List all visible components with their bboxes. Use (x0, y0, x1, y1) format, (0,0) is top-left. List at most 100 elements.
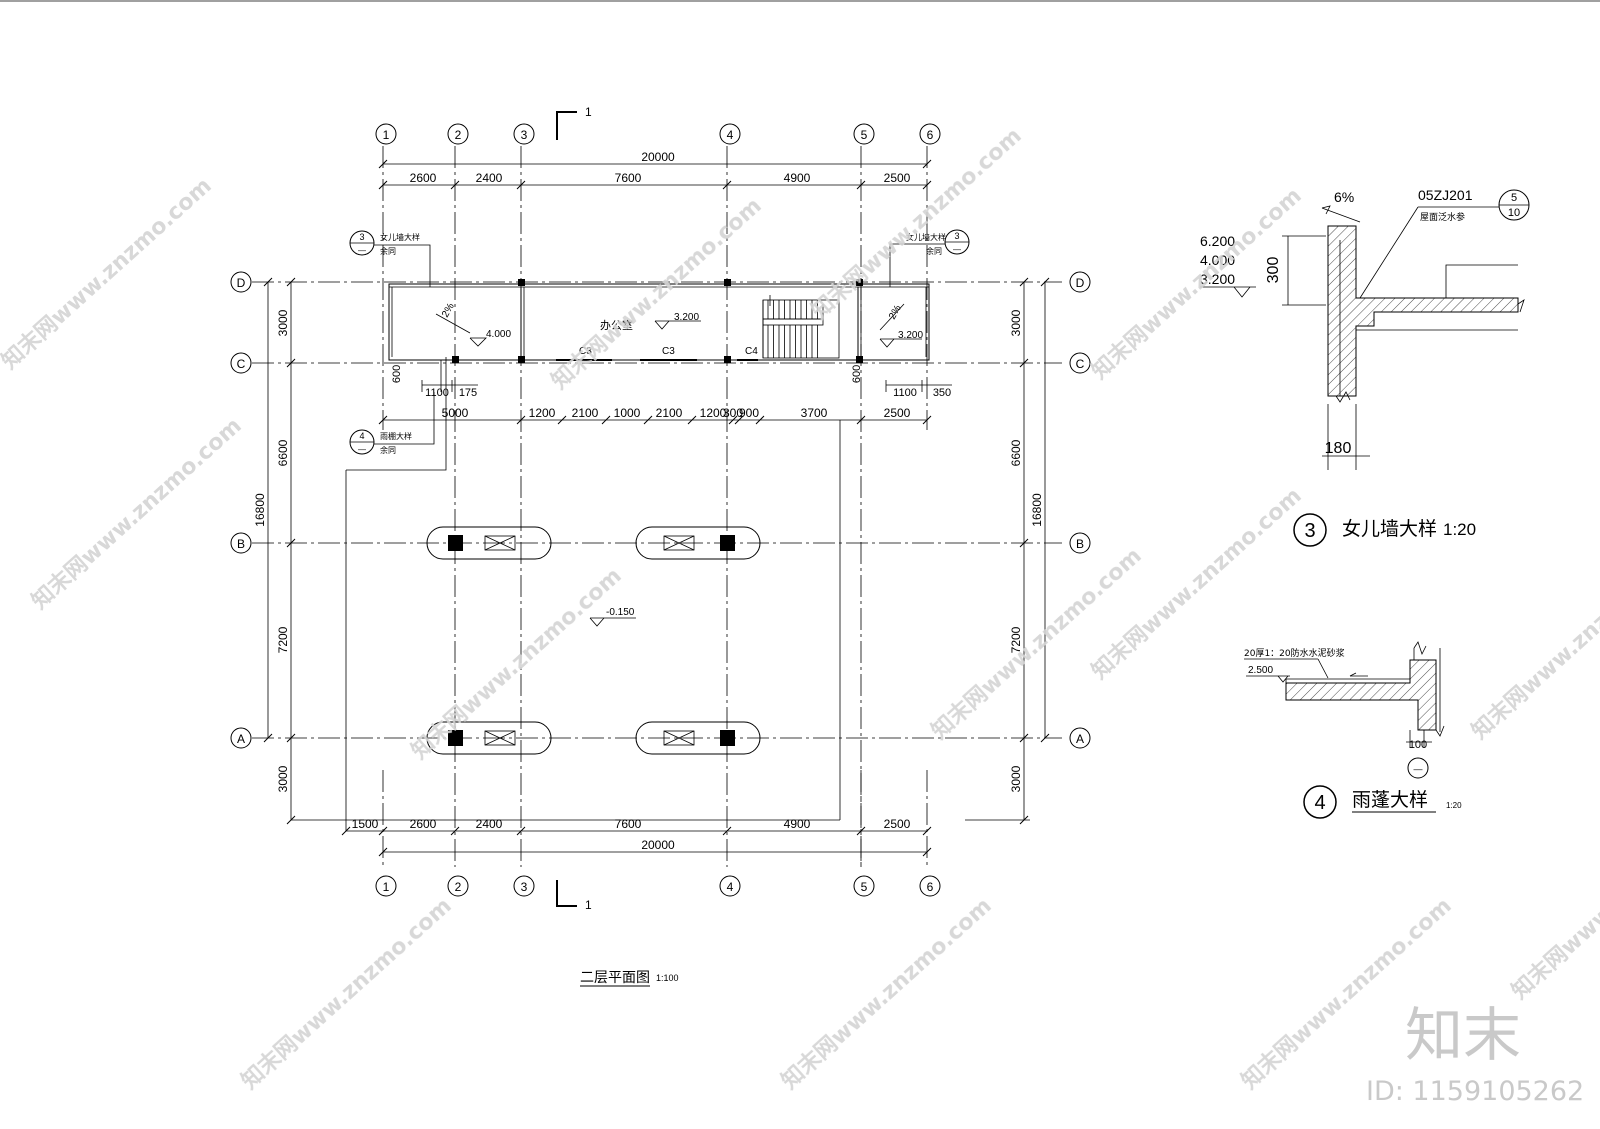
dim-text: 900 (739, 406, 759, 420)
dim-text: 2500 (884, 406, 911, 420)
dimension-tick (1019, 277, 1029, 287)
dim-text: 2500 (884, 817, 911, 831)
grid-label-top: 4 (727, 128, 734, 142)
dim-text: 175 (459, 387, 477, 399)
dimension-tick (378, 826, 388, 836)
dimension-tick (286, 733, 296, 743)
grid-label-bottom: 2 (455, 880, 462, 894)
brand-logo-text: 知末 (1405, 1001, 1521, 1069)
detail3-scale: 1:20 (1443, 520, 1476, 539)
room-name: 办公室 (600, 318, 633, 332)
dimension-tick (450, 180, 460, 190)
dimension-lines (267, 163, 1046, 853)
elevation-label: 3.200 (674, 312, 699, 323)
dimension-tick (922, 180, 932, 190)
dim-text: 300 (723, 406, 743, 420)
dimension-tick (722, 180, 732, 190)
dimension-tick (687, 415, 697, 425)
grid-label-bottom: 6 (927, 880, 934, 894)
dimension-tick (450, 826, 460, 836)
dim-text: 3000 (276, 309, 290, 336)
grid-axes-vertical (382, 146, 928, 867)
dimension-tick (378, 847, 388, 857)
dim-text: 3700 (801, 406, 828, 420)
row-label-left: D (237, 276, 246, 290)
columns (452, 279, 863, 363)
callout-num: 4 (359, 431, 364, 441)
callout-num: 3 (954, 231, 959, 241)
dim-text: 2600 (410, 171, 437, 185)
right-dimensions: 3000 6600 7200 3000 16800 (1009, 309, 1044, 792)
plan-title-text: 二层平面图 (580, 970, 650, 986)
grid-bubbles-bottom: 1 2 3 4 5 6 (375, 875, 941, 897)
callout-text: 女儿墙大样 (380, 232, 420, 242)
dimension-tick (643, 415, 653, 425)
detail3-title: 女儿墙大样 (1342, 518, 1437, 540)
watermark-text: 知末网www.znzmo.com (237, 893, 457, 1095)
dimension-tick (286, 538, 296, 548)
dim-text: 2400 (476, 817, 503, 831)
dimension-tick (734, 415, 744, 425)
watermark-text: 知末网www.znzmo.com (807, 123, 1027, 325)
dim-text: 3000 (1009, 309, 1023, 336)
grid-label-bottom: 5 (861, 880, 868, 894)
dim-text: 350 (933, 387, 951, 399)
detail4-scale: 1:20 (1446, 801, 1462, 810)
dimension-tick (557, 415, 567, 425)
elevation-label: -0.150 (606, 607, 635, 618)
dim-text: 600 (851, 365, 863, 383)
dimension-tick (1019, 815, 1029, 825)
grid-label-top: 1 (383, 128, 390, 142)
detail-parapet: 6.200 4.000 3.200 300 180 6% 05ZJ201 5 1… (1200, 187, 1530, 547)
image-id: ID: 1159105262 (1366, 1076, 1584, 1107)
plan-title: 二层平面图 1:100 (580, 970, 679, 987)
dimension-tick (286, 815, 296, 825)
dimension-tick (263, 277, 273, 287)
callout-text: 女儿墙大样 (906, 232, 946, 242)
dim-text: 1000 (614, 406, 641, 420)
left-dimensions: 3000 6600 7200 3000 16800 (253, 309, 290, 792)
section-mark-top: 1 (585, 105, 592, 119)
canopy-sub-mark: — (1414, 764, 1423, 774)
dim-text: 1100 (425, 387, 449, 399)
canopy-elevation: 2.500 (1248, 665, 1273, 676)
dim-text: 2100 (656, 406, 683, 420)
section-marks: 1 1 (556, 105, 592, 912)
window-label: C3 (579, 346, 592, 357)
dimension-tick (263, 733, 273, 743)
dimension-tick (856, 415, 866, 425)
parapet-width-dim: 180 (1325, 440, 1352, 457)
dimension-tick (722, 826, 732, 836)
dimension-tick (1040, 733, 1050, 743)
dimension-tick (601, 415, 611, 425)
second-dimensions: 5000 1200 2100 1000 2100 1200 300 900 37… (442, 406, 911, 420)
grid-label-bottom: 1 (383, 880, 390, 894)
dim-text: 7200 (276, 626, 290, 653)
dim-text: 7600 (615, 171, 642, 185)
watermark-text: 知末网www.znzmo.com (547, 193, 767, 395)
dimension-tick (856, 180, 866, 190)
bottom-dimensions: 1500 2600 2400 7600 4900 2500 20000 (352, 817, 911, 852)
dimension-tick (856, 826, 866, 836)
slope-label: 2% (887, 303, 904, 321)
grid-label-bottom: 3 (521, 880, 528, 894)
dim-text: 7200 (1009, 626, 1023, 653)
dim-text: 2600 (410, 817, 437, 831)
section-mark-bottom: 1 (585, 898, 592, 912)
callout-text: 雨棚大样 (380, 431, 412, 441)
dimension-tick (922, 826, 932, 836)
dim-text: 4900 (784, 171, 811, 185)
dimension-tick (1019, 733, 1029, 743)
parapet-elevation: 4.000 (1200, 252, 1235, 268)
floor-plan: 1 2 3 4 5 6 1 2 3 4 5 6 (230, 105, 1091, 987)
dim-text: 1200 (529, 406, 556, 420)
canopy-pillars (426, 526, 761, 755)
dimension-tick (378, 180, 388, 190)
detail3-num: 3 (1304, 520, 1315, 542)
total-width-dim: 20000 (641, 150, 675, 164)
dim-text: 1200 (700, 406, 727, 420)
elevation-label: 4.000 (486, 329, 511, 340)
dimension-tick (728, 415, 738, 425)
detail-canopy: 20厚1：20防水水泥砂浆 2.500 100 — 4 雨蓬大样 1:20 (1244, 641, 1462, 819)
